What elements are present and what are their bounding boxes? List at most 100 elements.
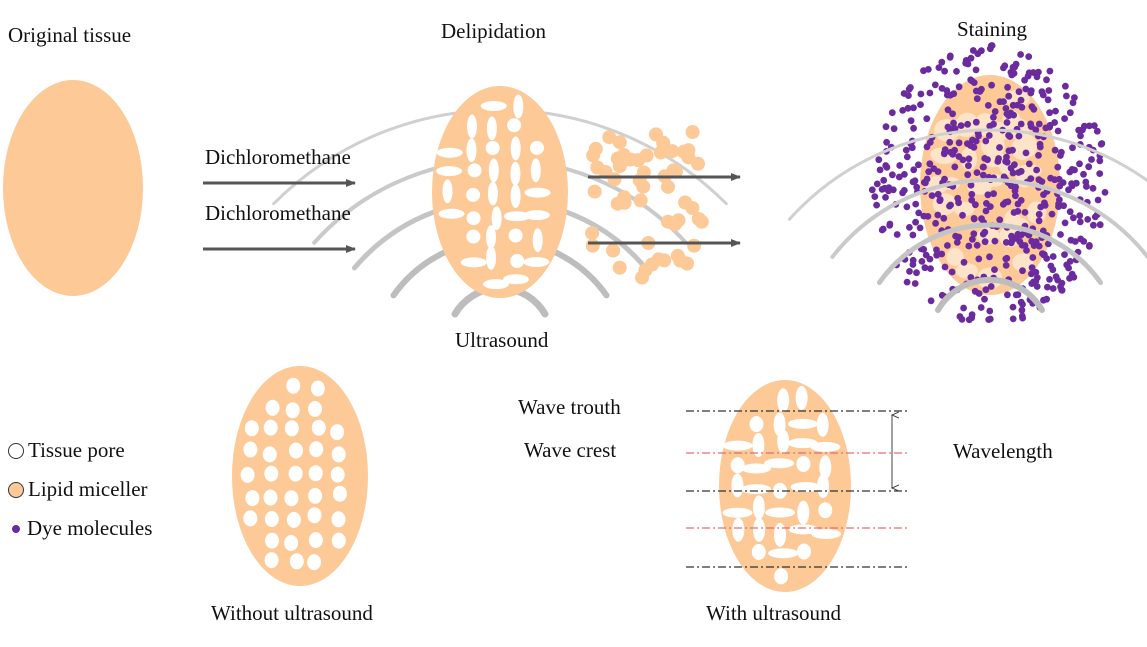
tissue-pore (811, 529, 842, 539)
tissue-pore (488, 158, 499, 183)
dye-molecule (986, 307, 994, 315)
tissue-pore (311, 419, 326, 436)
dye-molecule (900, 90, 908, 97)
dye-molecule (934, 168, 942, 176)
dye-molecule (902, 146, 910, 154)
tissue-pore (288, 465, 303, 482)
tissue-pore (796, 456, 811, 472)
dye-molecule (1076, 212, 1084, 220)
tissue-pore (507, 118, 522, 133)
dye-molecule (934, 190, 942, 198)
dye-molecule (987, 283, 995, 290)
tissue-pore (308, 465, 323, 482)
dye-molecule (1042, 124, 1050, 132)
dye-molecule (967, 181, 975, 189)
dye-molecule (972, 201, 979, 209)
dye-molecule (1035, 210, 1043, 218)
dye-molecule (938, 250, 946, 258)
lipid-micelle (585, 226, 600, 241)
staining-label: Staining (957, 17, 1028, 41)
dye-molecule (1009, 63, 1017, 71)
dye-molecule (1045, 87, 1053, 94)
dye-molecule (1009, 315, 1017, 323)
dye-molecule (1017, 96, 1025, 104)
pore-icon (8, 442, 24, 459)
dye-molecule (988, 81, 995, 89)
tissue-pore (816, 412, 829, 437)
dye-molecule (981, 228, 989, 236)
tissue-pore (466, 187, 481, 202)
tissue-pore (764, 458, 795, 469)
dye-molecule (1015, 132, 1023, 140)
dye-molecule (950, 119, 957, 127)
tissue-pore (819, 455, 832, 480)
dye-molecule (1003, 110, 1011, 118)
dye-molecule (1032, 268, 1040, 276)
dye-molecule (1017, 197, 1025, 204)
dye-molecule (964, 171, 972, 179)
tissue-pore (307, 554, 322, 571)
dye-molecule (979, 163, 987, 171)
dye-molecule (990, 190, 997, 198)
dye-molecule (1025, 160, 1033, 168)
dye-molecule (1015, 88, 1023, 96)
dye-molecule (1008, 237, 1016, 244)
dye-molecule (982, 207, 990, 215)
tissue-pore (460, 257, 487, 268)
dye-molecule (1035, 152, 1042, 159)
dye-molecule (1071, 94, 1078, 101)
dye-molecule (1017, 120, 1025, 128)
dye-molecule (996, 144, 1003, 151)
dye-molecule (1033, 166, 1040, 174)
lipid-micelle (612, 260, 627, 275)
tissue-pore (263, 489, 278, 506)
tissue-pore (523, 257, 550, 267)
dye-molecule (1004, 291, 1011, 299)
dye-molecule (983, 200, 990, 207)
dye-molecule (1088, 156, 1095, 163)
dye-molecule (984, 156, 991, 164)
dye-molecule (964, 120, 971, 128)
dye-molecule (1012, 192, 1019, 200)
dye-molecule (1014, 208, 1022, 215)
tissue-pore (722, 507, 753, 518)
dye-molecule (1066, 258, 1074, 265)
tissue-pore (787, 438, 818, 449)
legend-label: Dye molecules (27, 516, 153, 540)
dye-molecule (890, 125, 898, 133)
dye-molecule (1018, 312, 1026, 320)
dye-molecule (996, 216, 1004, 224)
tissue-pore (243, 510, 258, 527)
dye-molecule (893, 231, 901, 238)
dye-molecule (1004, 83, 1011, 91)
dye-molecule (943, 91, 951, 99)
ultrasound-wave-arc (935, 276, 1045, 313)
dye-molecule (969, 136, 976, 144)
dye-molecule (881, 184, 888, 192)
dye-molecule (927, 265, 934, 272)
legend-label: Lipid miceller (28, 477, 148, 501)
ultrasound-label: Ultrasound (455, 328, 549, 352)
dye-molecule (970, 215, 978, 222)
tissue-pore (1012, 253, 1034, 272)
tissue-pore (243, 441, 258, 458)
dye-molecule (1002, 239, 1010, 246)
dye-molecule (1027, 89, 1035, 97)
dye-molecule (1021, 76, 1028, 84)
dye-molecule (1019, 301, 1026, 308)
dye-molecule (1069, 99, 1077, 107)
dye-molecule (1044, 240, 1052, 248)
tissue-pore (436, 166, 463, 177)
dye-molecule (912, 200, 920, 208)
dye-molecule (875, 156, 883, 164)
delipidated-tissue-shape (432, 86, 568, 298)
dye-molecule (923, 143, 931, 151)
ultrasound-waves-staining (787, 128, 1147, 313)
tissue-pore (510, 254, 525, 268)
delipidation-label: Delipidation (441, 19, 546, 43)
dye-molecule (944, 242, 951, 249)
tissue-pore (503, 274, 529, 285)
dye-molecule (1066, 208, 1074, 216)
dye-molecule (982, 137, 990, 145)
with-ultrasound-label: With ultrasound (706, 601, 842, 625)
